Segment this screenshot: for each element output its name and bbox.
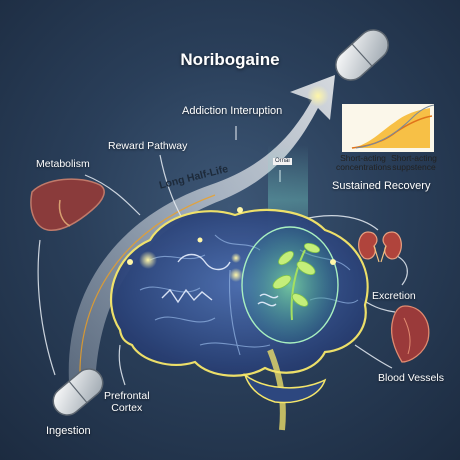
inset-chart-curves xyxy=(342,104,435,152)
label-excretion: Excretion xyxy=(372,290,416,302)
inset-caption-right-line2: suppstence xyxy=(392,161,436,172)
inset-caption-right-line1: Short-acting xyxy=(391,153,437,163)
label-prefrontal-cortex: Prefrontal Cortex xyxy=(104,390,150,414)
sparkle-icon xyxy=(127,85,336,282)
sprout-icon xyxy=(272,242,321,321)
inset-caption-left-line1: Short-acting xyxy=(340,153,386,163)
page-title: Noribogaine xyxy=(180,50,280,69)
kidney-icon xyxy=(358,231,402,263)
label-sustained-recovery: Sustained Recovery xyxy=(332,180,431,192)
label-reward-pathway: Reward Pathway xyxy=(108,140,188,152)
label-blood-vessels: Blood Vessels xyxy=(378,372,444,384)
label-small-tag: Ornai xyxy=(273,158,292,165)
inset-chart: Short-acting concentrations Short-acting… xyxy=(336,100,440,172)
capsule-icon xyxy=(335,29,389,81)
molecule-icon xyxy=(161,253,279,307)
label-addiction-interruption: Addiction Interuption xyxy=(182,105,283,117)
liver-icon xyxy=(30,178,105,231)
heart-icon xyxy=(390,305,430,363)
capsule-icon xyxy=(52,368,104,416)
label-metabolism: Metabolism xyxy=(36,158,90,170)
label-ingestion: Ingestion xyxy=(46,425,91,437)
inset-caption-left-line2: concentrations xyxy=(336,161,392,172)
inset-caption-right: Short-acting suppstence xyxy=(388,154,440,172)
label-prefrontal-line1: Prefrontal xyxy=(104,390,150,402)
inset-caption-left: Short-acting concentrations xyxy=(336,153,392,172)
label-prefrontal-line2: Cortex xyxy=(111,402,143,415)
